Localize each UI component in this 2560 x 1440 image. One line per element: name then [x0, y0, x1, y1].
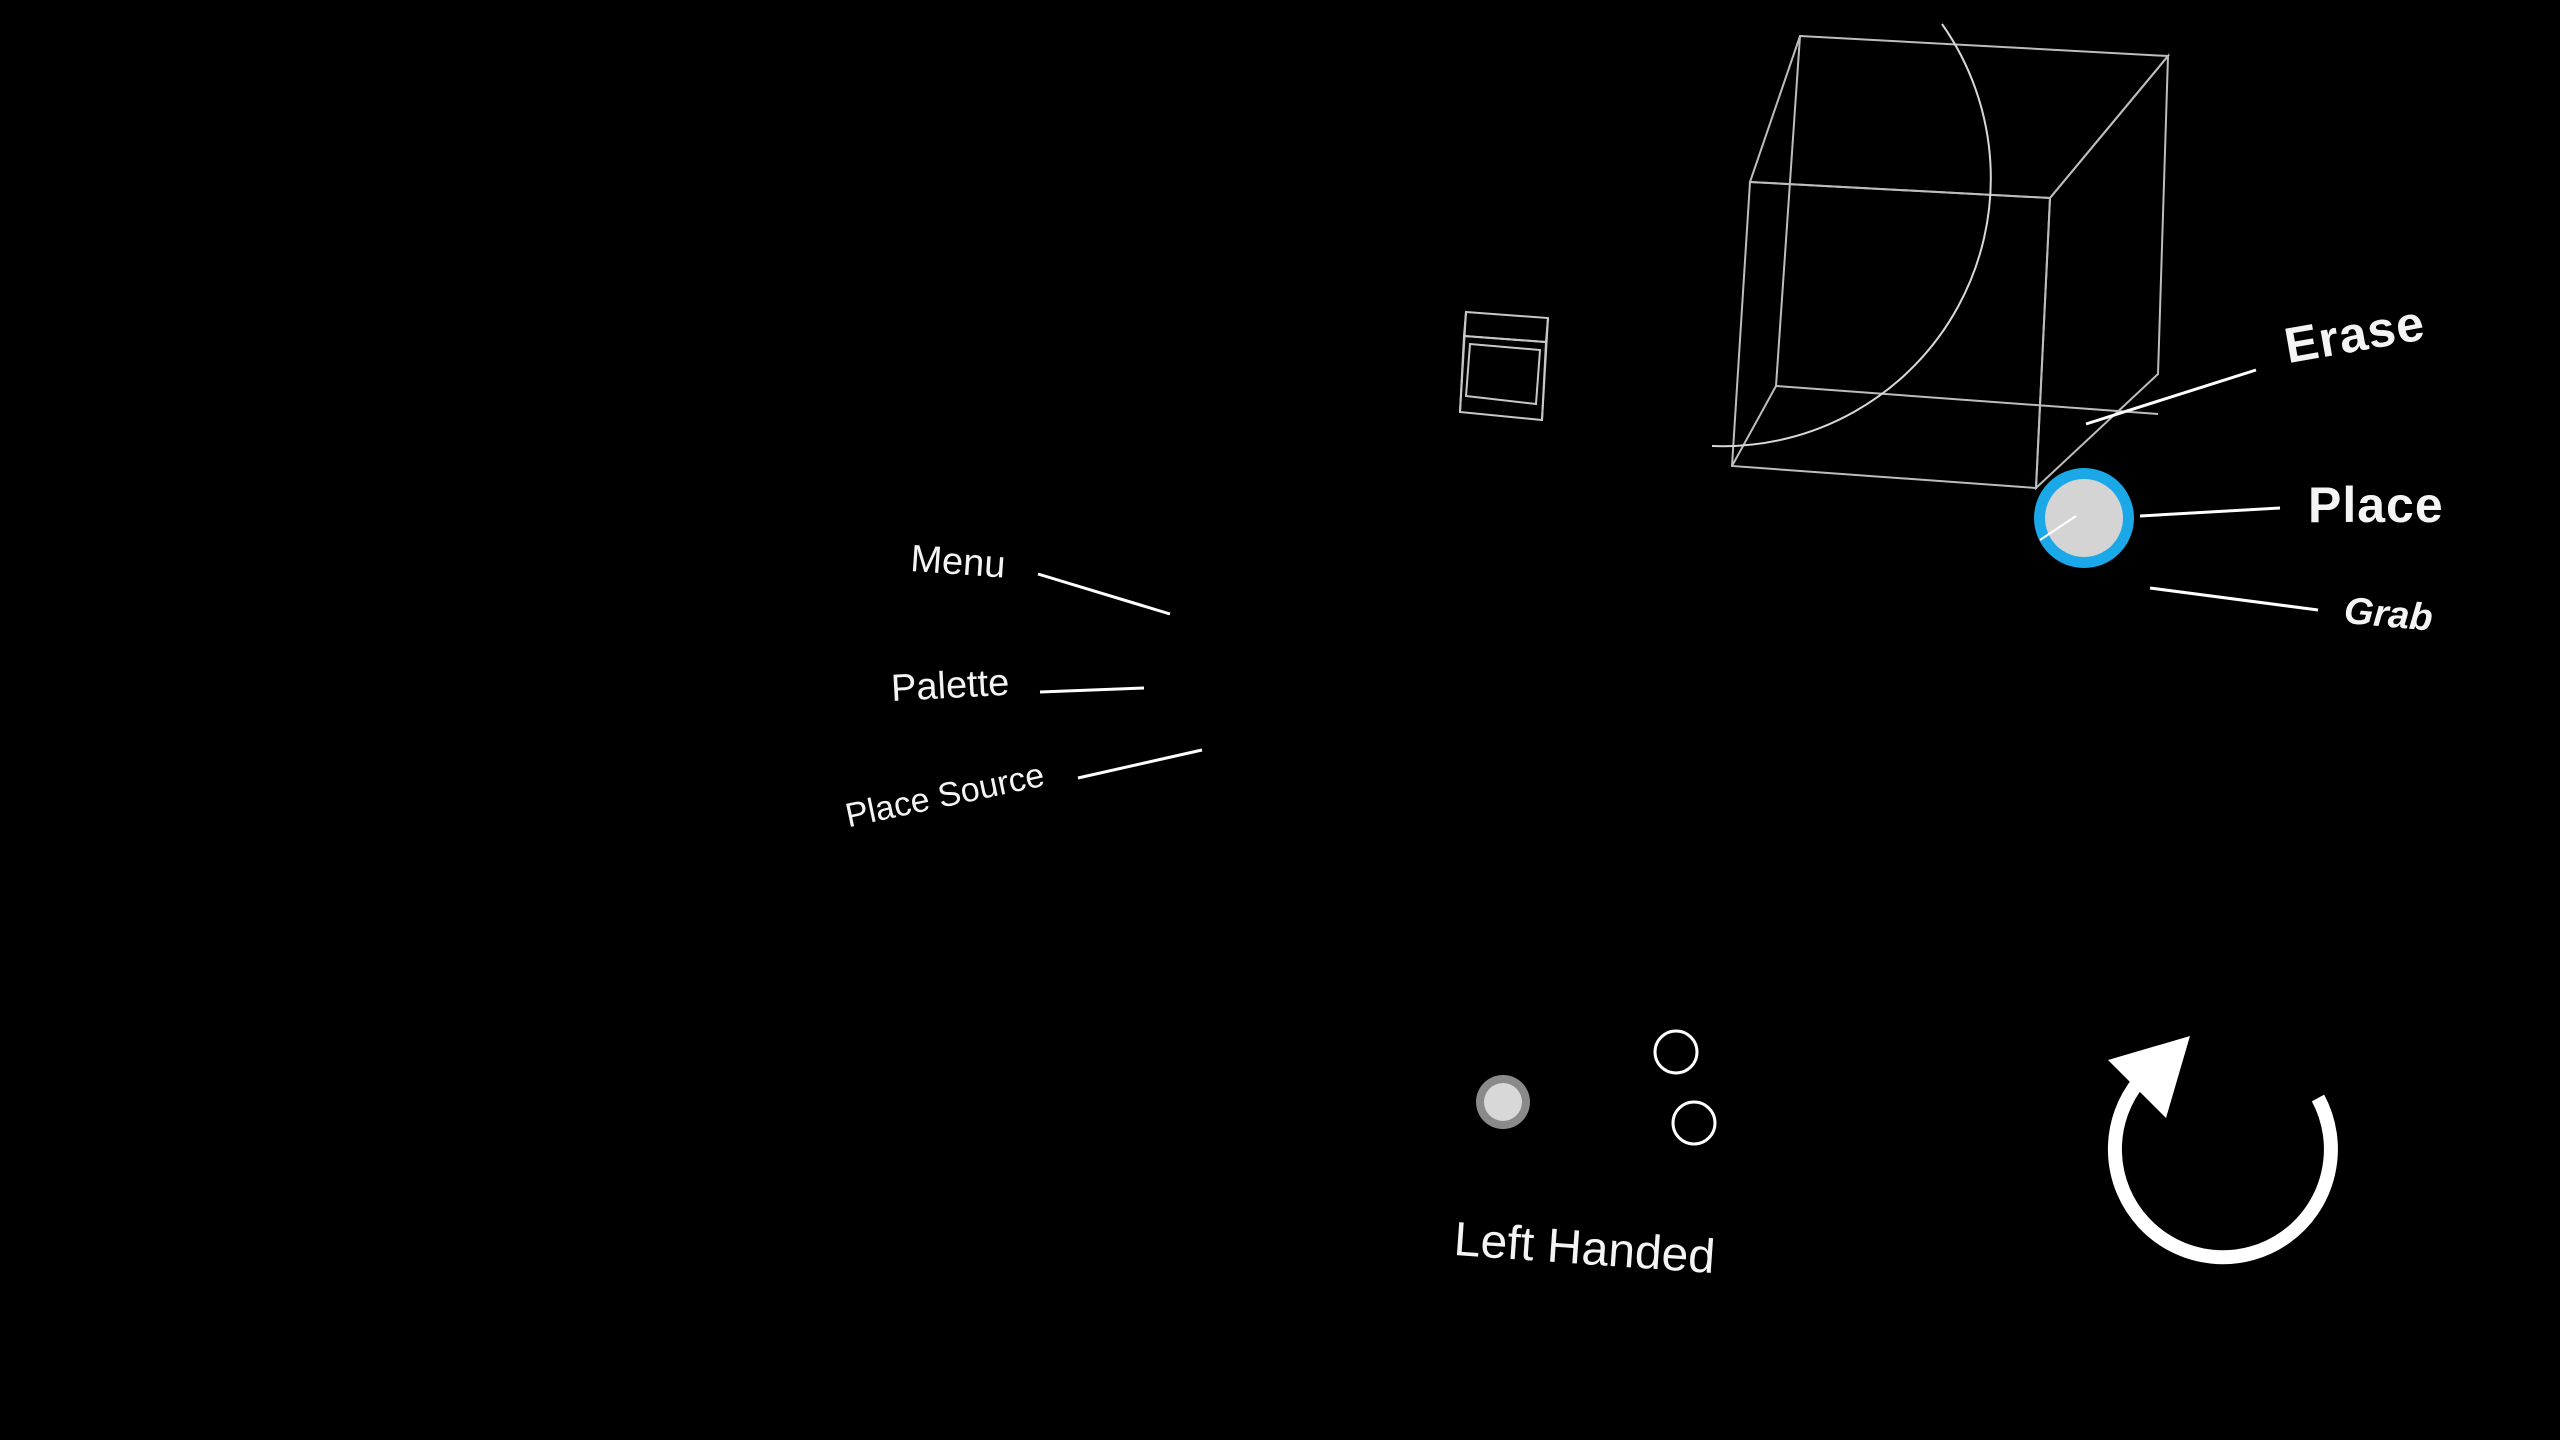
handedness-radio-option-2[interactable]	[1653, 1029, 1699, 1075]
place-trigger-button[interactable]	[2034, 468, 2134, 568]
erase-label: Erase	[2280, 294, 2429, 375]
menu-label: Menu	[909, 538, 1007, 587]
handedness-radio-selected[interactable]	[1476, 1075, 1530, 1129]
grab-label: Grab	[2342, 590, 2435, 640]
left-handed-label: Left Handed	[1452, 1212, 1717, 1285]
handedness-radio-option-3[interactable]	[1671, 1100, 1717, 1146]
circular-arrow-reset-icon[interactable]	[2107, 1036, 2338, 1265]
selection-arc	[1711, 23, 1992, 448]
small-wireframe-cube	[1458, 310, 1550, 422]
leader-lines-left	[1037, 572, 1203, 780]
place-source-label: Place Source	[842, 755, 1048, 836]
leader-lines-right	[2085, 368, 2319, 612]
palette-label: Palette	[890, 661, 1011, 710]
large-wireframe-cube	[1730, 34, 2171, 491]
place-label: Place	[2308, 477, 2444, 533]
